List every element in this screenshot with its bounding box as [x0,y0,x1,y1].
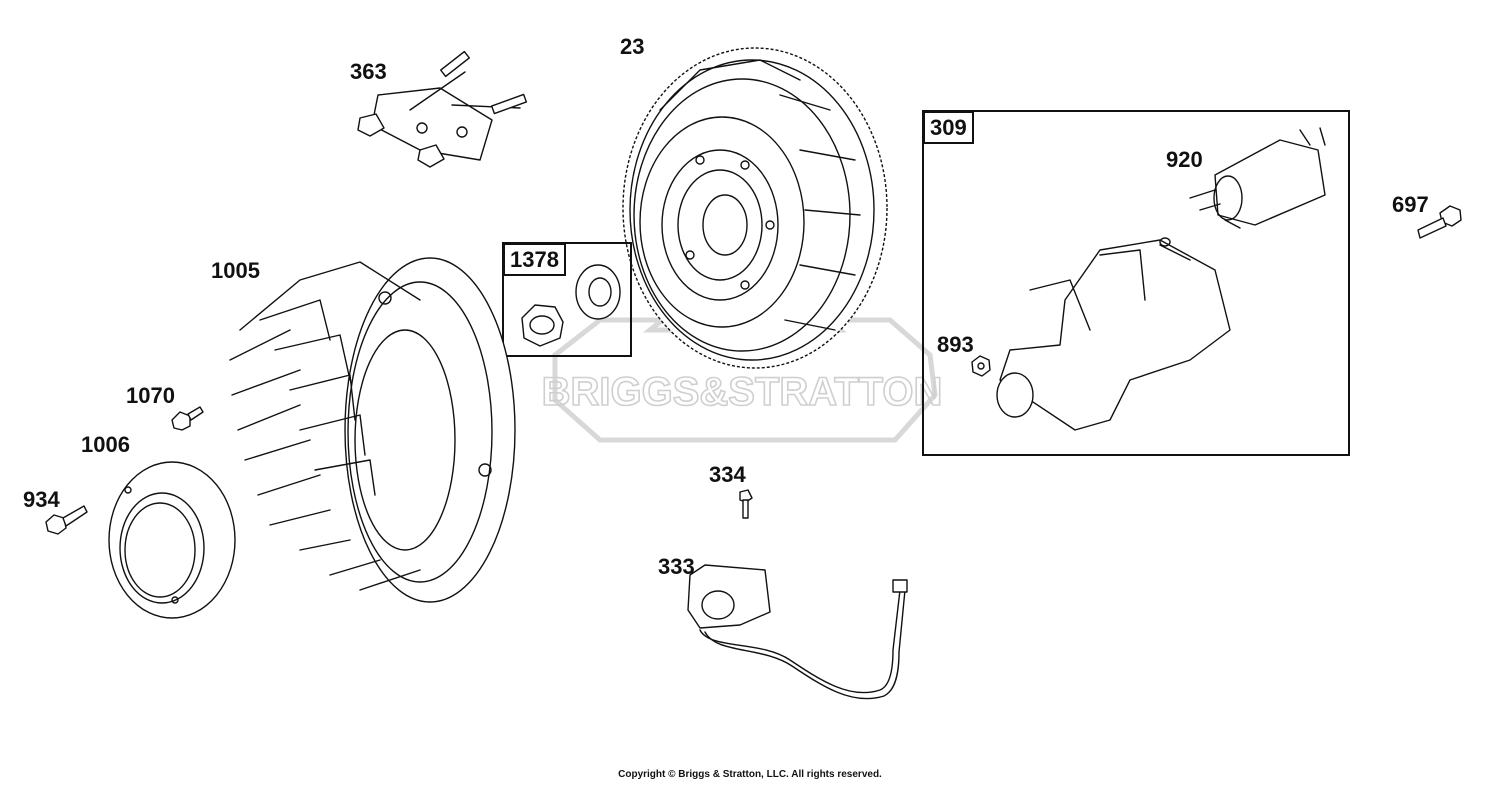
watermark-text: BRIGGS&STRATTON [542,370,943,414]
callout-1378[interactable]: 1378 [503,243,566,276]
callout-1006[interactable]: 1006 [81,432,130,457]
part-363-puller[interactable] [357,50,528,168]
part-1005-fan[interactable] [229,257,516,603]
callout-23[interactable]: 23 [620,34,645,59]
callout-934[interactable]: 934 [23,487,60,512]
part-920-solenoid[interactable] [1189,127,1326,229]
part-893-nut[interactable] [971,355,991,377]
part-23-flywheel[interactable] [622,47,888,369]
part-334-screw[interactable] [739,489,753,519]
callout-309[interactable]: 309 [923,111,974,144]
brand-watermark: BRIGGS&STRATTON [541,287,943,443]
copyright-notice: Copyright © Briggs & Stratton, LLC. All … [618,769,882,780]
callout-920[interactable]: 920 [1166,147,1203,172]
callout-363[interactable]: 363 [350,59,387,84]
part-333-armature[interactable] [687,564,908,700]
callout-334[interactable]: 334 [709,462,746,487]
callout-893[interactable]: 893 [937,332,974,357]
part-1070-screw[interactable] [171,406,204,431]
callout-697[interactable]: 697 [1392,192,1429,217]
callout-333[interactable]: 333 [658,554,695,579]
part-309-starter-kit[interactable] [922,110,1350,456]
part-1006-cover[interactable] [108,461,236,619]
part-697-bolt[interactable] [1417,205,1462,239]
part-1378-kit[interactable] [502,242,632,357]
part-934-bolt[interactable] [45,505,88,535]
callout-1005[interactable]: 1005 [211,258,260,283]
callout-1070[interactable]: 1070 [126,383,175,408]
